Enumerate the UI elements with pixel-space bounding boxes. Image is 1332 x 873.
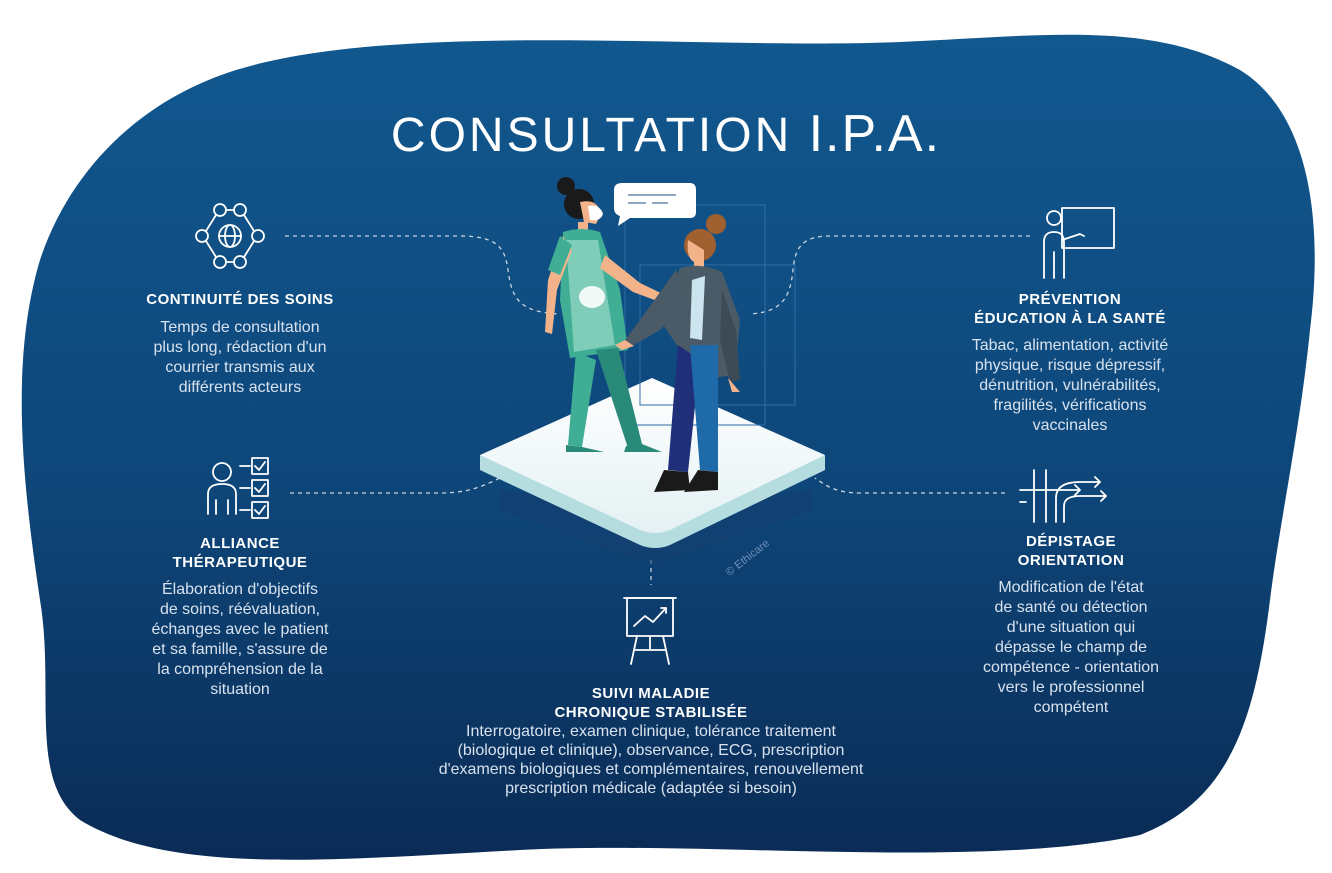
crossroads-arrows-icon [1019,469,1107,523]
description-line: (biologique et clinique), observance, EC… [457,742,845,759]
description-line: physique, risque dépressif, [974,357,1166,374]
section-heading: CONTINUITÉ DES SOINS [146,291,334,308]
patient-figure [615,214,740,492]
speech-bubble-icon [614,183,696,226]
description-line: Interrogatoire, examen clinique, toléran… [466,723,836,740]
heading-line: PRÉVENTION [1018,291,1122,308]
section-description: Tabac, alimentation, activité physique, … [940,336,1200,436]
description-line: fragilités, vérifications [993,397,1147,414]
description-line: courrier transmis aux [165,359,315,376]
network-globe-icon [195,203,265,269]
person-checklist-icon [207,457,269,519]
description-line: et sa famille, s'assure de [152,641,328,658]
section-heading: DÉPISTAGE ORIENTATION [946,532,1196,570]
description-line: dénutrition, vulnérabilités, [979,377,1161,394]
chart-easel-icon [623,597,677,665]
description-line: compétent [1033,699,1109,716]
description-line: plus long, rédaction d'un [153,339,327,356]
page-title: CONSULTATION I.P.A. [0,104,1332,164]
description-line: d'une situation qui [1006,619,1136,636]
description-line: de santé ou détection [994,599,1148,616]
description-line: Temps de consultation [160,319,320,336]
description-line: dépasse le champ de [994,639,1148,656]
section-description: Temps de consultation plus long, rédacti… [110,318,370,398]
section-prevention: PRÉVENTION ÉDUCATION À LA SANTÉ Tabac, a… [940,290,1200,436]
description-line: de soins, réévaluation, [159,601,321,618]
heading-line: CHRONIQUE STABILISÉE [554,704,748,721]
section-heading: PRÉVENTION ÉDUCATION À LA SANTÉ [940,290,1200,328]
heading-line: SUIVI MALADIE [591,685,711,702]
platform [480,378,825,565]
description-line: Élaboration d'objectifs [161,581,319,598]
section-description: Interrogatoire, examen clinique, toléran… [400,722,902,798]
description-line: échanges avec le patient [151,621,329,638]
section-heading: SUIVI MALADIE CHRONIQUE STABILISÉE [400,684,902,722]
description-line: différents acteurs [178,379,302,396]
title-main: CONSULTATION [390,109,793,162]
description-line: prescription médicale (adaptée si besoin… [505,780,797,797]
title-highlight: I.P.A. [808,105,942,163]
heading-line: ÉDUCATION À LA SANTÉ [974,310,1166,327]
description-line: compétence - orientation [982,659,1160,676]
section-depistage: DÉPISTAGE ORIENTATION Modification de l'… [946,532,1196,718]
description-line: vers le professionnel [997,679,1145,696]
section-suivi: SUIVI MALADIE CHRONIQUE STABILISÉE Inter… [400,684,902,798]
description-line: d'examens biologiques et complémentaires… [438,761,864,778]
teacher-board-icon [1043,207,1115,279]
description-line: vaccinales [1032,417,1108,434]
description-line: situation [210,681,270,698]
heading-line: ORIENTATION [1017,552,1125,569]
section-alliance: ALLIANCE THÉRAPEUTIQUE Élaboration d'obj… [110,534,370,700]
description-line: Modification de l'état [998,579,1144,596]
description-line: la compréhension de la [157,661,323,678]
description-line: Tabac, alimentation, activité [971,337,1169,354]
heading-line: THÉRAPEUTIQUE [172,554,308,571]
section-heading: ALLIANCE THÉRAPEUTIQUE [110,534,370,572]
section-continuite: CONTINUITÉ DES SOINS Temps de consultati… [110,290,370,398]
nurse-figure [545,177,665,452]
section-description: Élaboration d'objectifs de soins, rééval… [110,580,370,700]
section-description: Modification de l'état de santé ou détec… [946,578,1196,718]
heading-line: DÉPISTAGE [1025,533,1117,550]
heading-line: ALLIANCE [200,535,280,552]
